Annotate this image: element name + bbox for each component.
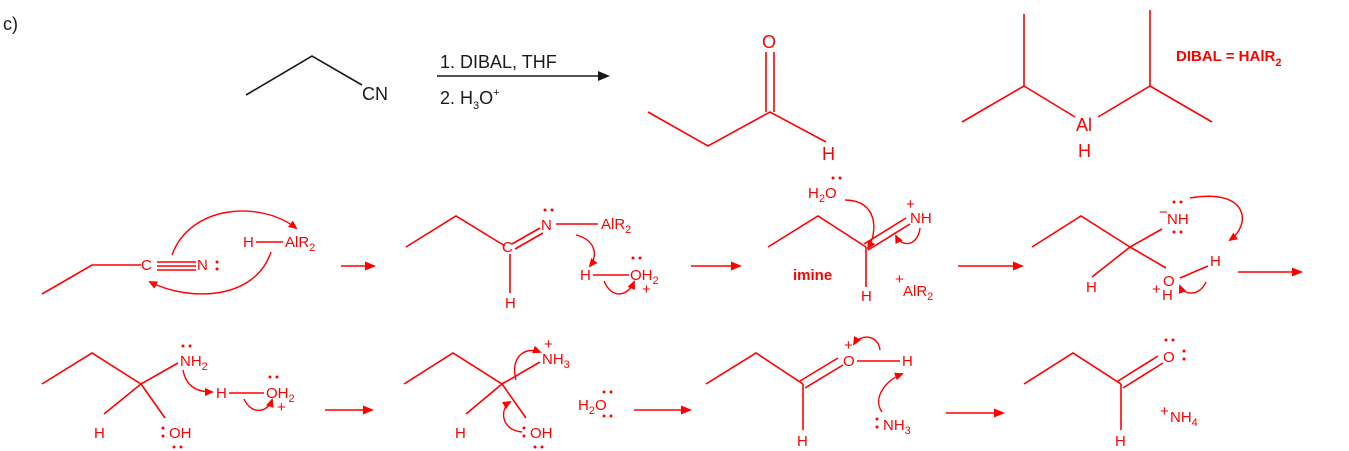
m7-curved-arrow-2	[877, 372, 904, 413]
m5-nh2: NH2	[180, 353, 208, 373]
dibal-bond-right	[1097, 85, 1151, 118]
m3-plus: +	[906, 196, 915, 213]
m3-plus-al: +	[895, 271, 904, 288]
m5-h: H	[94, 425, 105, 442]
m7-curved-arrow-1	[852, 335, 881, 351]
m2-water-h: H	[580, 267, 591, 284]
m5-water-h: H	[216, 385, 227, 402]
m4-oxygen: O	[1163, 273, 1175, 290]
m3-alr2: AlR2	[903, 283, 933, 303]
m2-curved-arrow-2	[603, 280, 635, 295]
product-skeleton	[647, 111, 827, 147]
part-label: c)	[3, 14, 18, 34]
m3-nh: NH	[910, 210, 932, 227]
m7-chain	[705, 352, 804, 385]
m1-nitrogen: N	[197, 257, 208, 274]
m6-water: H2O	[578, 397, 607, 417]
m8-oxygen: O	[1163, 349, 1175, 366]
m8-nh4: NH4	[1170, 409, 1198, 429]
m5-curved-arrow-2	[243, 398, 274, 412]
reactant-cn: CN	[362, 84, 388, 104]
m3-chain	[767, 215, 867, 248]
m6-chain	[403, 352, 503, 385]
m5-curved-arrow-1	[182, 369, 214, 396]
dibal-isobutyl-left	[961, 14, 1025, 123]
dibal-bond-left	[1023, 85, 1076, 118]
m8-plus: +	[1160, 403, 1169, 420]
m2-curved-arrow-1	[575, 234, 598, 268]
m4-minus: −	[1159, 204, 1168, 221]
m7-nh3: NH3	[883, 417, 911, 437]
m1-chain	[41, 264, 141, 295]
m4-curved-arrow-2	[1178, 281, 1207, 294]
m1-curved-arrow-2	[148, 251, 272, 295]
m4-nh: NH	[1167, 211, 1189, 228]
m5-chain	[41, 352, 142, 385]
m6-h: H	[455, 425, 466, 442]
m6-curved-arrow-2	[501, 400, 523, 433]
dibal-h: H	[1078, 141, 1091, 161]
m4-chain	[1031, 215, 1131, 248]
m4-oh-h: H	[1162, 287, 1173, 304]
condition-step-2: 2. H3O+	[440, 87, 500, 112]
m2-water-oh2: OH2	[630, 267, 659, 287]
m2-alr2: AlR2	[601, 216, 631, 236]
m4-oh-h2: H	[1210, 253, 1221, 270]
m6-curved-arrow-1	[513, 345, 542, 381]
m2-h: H	[505, 295, 516, 312]
product-hydrogen: H	[822, 144, 835, 164]
m8-chain	[1023, 352, 1122, 385]
m7-h: H	[797, 433, 808, 450]
m4-h: H	[1086, 279, 1097, 296]
m3-h: H	[861, 288, 872, 305]
m5-water-oh2: OH2	[266, 385, 295, 405]
m1-h: H	[243, 234, 254, 251]
m1-curved-arrow-1	[171, 210, 298, 256]
m2-chain	[405, 215, 506, 248]
m7-plus: +	[844, 337, 853, 354]
condition-step-1: 1. DIBAL, THF	[440, 52, 557, 72]
m1-carbon: C	[141, 257, 152, 274]
product-oxygen: O	[762, 32, 776, 52]
m7-oh-h: H	[902, 353, 913, 370]
dibal-al: Al	[1076, 115, 1092, 135]
m3-imine-label: imine	[793, 267, 832, 284]
m8-h: H	[1115, 433, 1126, 450]
m7-oxygen: O	[843, 353, 855, 370]
m2-carbon: C	[502, 239, 513, 256]
m3-curved-arrow-1	[844, 199, 876, 250]
dibal-isobutyl-right	[1149, 10, 1213, 123]
m6-plus: +	[544, 336, 553, 353]
dibal-definition: DIBAL = HAlR2	[1176, 48, 1281, 69]
m1-alr2: AlR2	[285, 234, 315, 254]
m2-nitrogen: N	[541, 217, 552, 234]
m3-curved-arrow-2	[895, 227, 921, 245]
m4-plus: +	[1152, 281, 1161, 298]
reactant-skeleton	[245, 55, 363, 96]
m5-plus: +	[277, 399, 286, 416]
m4-curved-arrow-1	[1189, 195, 1243, 242]
m6-oh: OH	[530, 425, 553, 442]
m5-oh: OH	[169, 425, 192, 442]
m6-nh3: NH3	[542, 351, 570, 371]
m3-water: H2O	[808, 185, 837, 205]
m2-plus: +	[642, 281, 651, 298]
